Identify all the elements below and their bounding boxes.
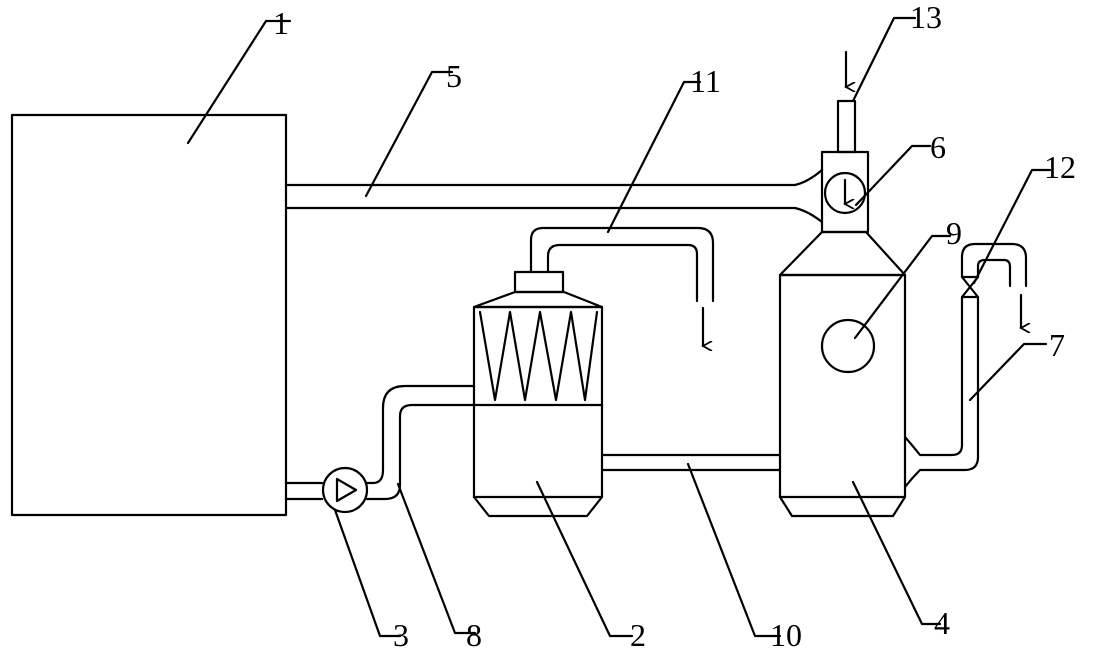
leader-6	[854, 144, 932, 207]
valve-12	[960, 242, 1026, 328]
leader-8	[396, 482, 477, 635]
leader-3	[333, 508, 402, 638]
leader-13	[851, 16, 917, 103]
leader-lines	[186, 16, 1052, 638]
label-10: 10	[770, 617, 802, 653]
label-11: 11	[690, 63, 721, 99]
leader-12	[972, 168, 1052, 285]
leader-11	[606, 80, 702, 234]
label-9: 9	[946, 215, 962, 251]
outlet-pipe-11	[529, 226, 715, 346]
label-1: 1	[273, 5, 289, 41]
leader-1	[186, 19, 292, 145]
exhaust-pipe-7	[903, 295, 980, 489]
inlet-pipe-13	[836, 50, 857, 154]
leader-5	[364, 70, 454, 198]
port-9	[820, 318, 876, 374]
number-labels: 1 5 11 13 6 12 9 7 3 8 2 10 4	[273, 0, 1076, 653]
label-8: 8	[466, 617, 482, 653]
pipe-8	[365, 384, 476, 501]
tank-1	[10, 113, 288, 517]
label-7: 7	[1049, 327, 1065, 363]
label-13: 13	[910, 0, 942, 35]
label-12: 12	[1044, 149, 1076, 185]
pipe-10	[600, 453, 782, 472]
fan-6	[820, 150, 870, 234]
label-2: 2	[630, 617, 646, 653]
scrubber-2	[472, 270, 604, 518]
pump-3	[284, 466, 369, 514]
leader-9	[853, 234, 952, 340]
label-6: 6	[930, 129, 946, 165]
leader-4	[851, 480, 942, 626]
leader-10	[686, 462, 782, 638]
label-3: 3	[393, 617, 409, 653]
tower-4	[778, 230, 907, 518]
leader-2	[535, 480, 634, 638]
leader-7	[968, 342, 1048, 402]
label-5: 5	[446, 58, 462, 94]
label-4: 4	[934, 605, 950, 641]
